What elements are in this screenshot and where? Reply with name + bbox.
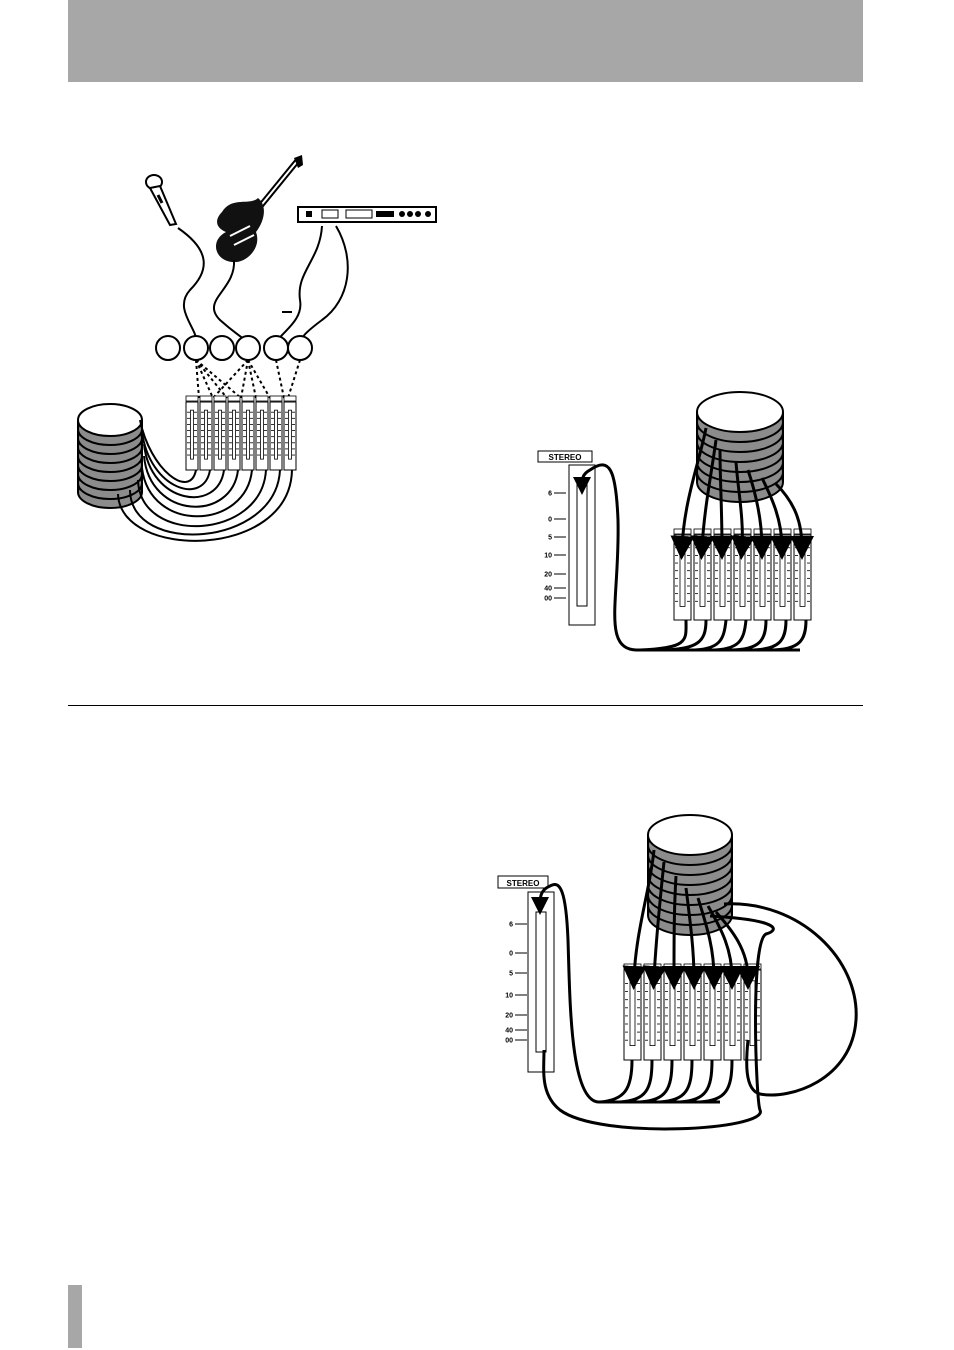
channel-fader — [760, 545, 765, 606]
channel-label-box — [664, 964, 681, 969]
tape-top — [78, 404, 142, 436]
stereo-meter: STEREO 6 0 5 10 20 40 00 — [538, 451, 595, 625]
channel-label-box — [200, 396, 212, 401]
scale-label: 6 — [548, 491, 552, 498]
channel-fader — [289, 410, 292, 459]
channel-fader — [680, 545, 685, 606]
mixer-strips-small — [186, 396, 296, 470]
channel-label-box — [186, 396, 198, 401]
channel-fader — [800, 545, 805, 606]
channel-label-box — [256, 396, 268, 401]
channel-fader — [700, 545, 705, 606]
mixdown-diagram: STEREO 6 0 5 10 20 40 00 — [538, 392, 811, 650]
channel-fader — [730, 981, 735, 1046]
channel-fader — [191, 410, 194, 459]
scale-label: 00 — [544, 596, 552, 603]
channel-label-box — [284, 396, 296, 401]
scale-label: 0 — [548, 517, 552, 524]
scale-label: 10 — [544, 553, 552, 560]
scale-label: 0 — [509, 951, 513, 958]
bounce-diagram: STEREO 6 0 5 10 20 40 00 — [498, 815, 856, 1129]
tape-top — [697, 392, 783, 432]
channel-label-box — [228, 396, 240, 401]
stereo-label: STEREO — [549, 453, 582, 462]
channel-fader — [650, 981, 655, 1046]
channel-fader — [219, 410, 222, 459]
channel-fader — [247, 410, 250, 459]
tape-top — [648, 815, 732, 855]
channel-fader — [740, 545, 745, 606]
channel-fader — [710, 981, 715, 1046]
scale-label: 20 — [544, 572, 552, 579]
channel-label-box — [214, 396, 226, 401]
source-cables — [178, 226, 348, 344]
scale-label: 00 — [505, 1038, 513, 1045]
scale-label: 40 — [505, 1028, 513, 1035]
microphone-icon — [146, 175, 176, 225]
input-jacks — [156, 336, 312, 360]
meter-scale: 6 0 5 10 20 40 00 — [505, 922, 527, 1045]
channel-fader — [720, 545, 725, 606]
channel-fader — [670, 981, 675, 1046]
input-routing — [196, 360, 300, 398]
channel-fader — [205, 410, 208, 459]
tape-stack — [78, 404, 142, 508]
scale-label: 6 — [509, 922, 513, 929]
channel-fader — [275, 410, 278, 459]
stereo-label: STEREO — [507, 879, 540, 888]
channel-fader — [233, 410, 236, 459]
channel-label-box — [624, 964, 641, 969]
scale-label: 40 — [544, 586, 552, 593]
channel-fader — [780, 545, 785, 606]
effects-rack-icon — [298, 207, 436, 222]
scale-label: 5 — [548, 535, 552, 542]
meter-scale: 6 0 5 10 20 40 00 — [544, 491, 566, 603]
scale-label: 10 — [505, 993, 513, 1000]
channel-label-box — [242, 396, 254, 401]
stereo-meter: STEREO 6 0 5 10 20 40 00 — [498, 876, 554, 1072]
recording-diagram — [78, 155, 436, 541]
channel-fader — [630, 981, 635, 1046]
scale-label: 20 — [505, 1013, 513, 1020]
scale-label: 5 — [509, 971, 513, 978]
channel-label-box — [270, 396, 282, 401]
mixer-strips-large — [624, 964, 761, 1060]
channel-label-box — [644, 964, 661, 969]
channel-fader — [690, 981, 695, 1046]
bass-guitar-icon — [216, 155, 303, 262]
channel-fader — [261, 410, 264, 459]
